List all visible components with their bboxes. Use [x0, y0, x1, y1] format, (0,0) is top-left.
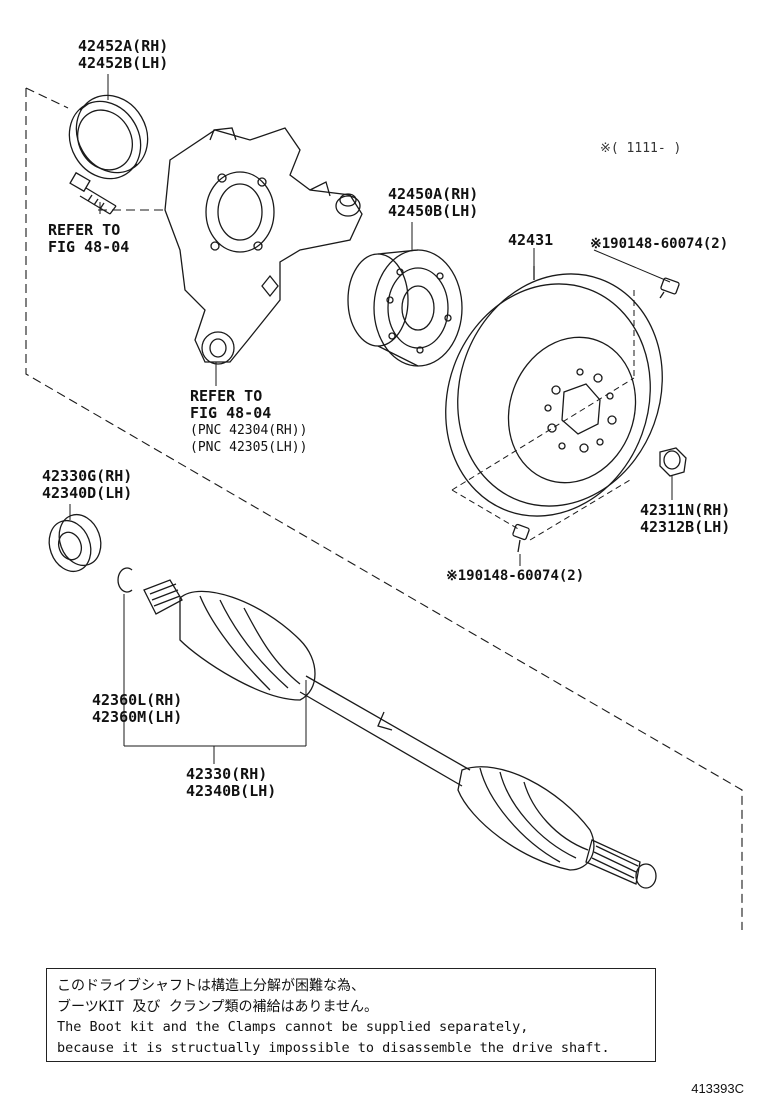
disc-dashed-outline — [451, 290, 635, 541]
label-brake-disc: 42431 — [508, 231, 554, 249]
note-en-line-2: because it is structually impossible to … — [57, 1040, 610, 1056]
disc-screw-bottom-part — [512, 523, 530, 553]
hub-nut-part — [659, 447, 687, 477]
bolt-part — [69, 171, 117, 215]
disc-screw-top-part — [659, 277, 680, 299]
label-refer-bolt: REFER TO FIG 48-04 — [48, 221, 130, 256]
label-snap-ring: 42360L(RH) 42360M(LH) — [92, 691, 183, 726]
label-screw-top: ※190148-60074(2) — [590, 236, 729, 252]
label-hub-bearing: 42450A(RH) 42450B(LH) — [388, 185, 479, 220]
note-jp-line-1: このドライブシャフトは構造上分解が困難な為、 — [57, 978, 365, 994]
label-dust-seal: 42452A(RH) 42452B(LH) — [78, 37, 169, 72]
label-hub-nut: 42311N(RH) 42312B(LH) — [640, 501, 731, 536]
label-model-year: ※( 1111- ) — [600, 141, 682, 156]
label-screw-bottom: ※190148-60074(2) — [446, 568, 585, 584]
oil-seal-part — [48, 513, 102, 573]
dust-seal-ring-part — [68, 94, 149, 180]
label-drive-shaft: 42330(RH) 42340B(LH) — [186, 765, 277, 800]
supply-note-box: このドライブシャフトは構造上分解が困難な為、 ブーツKIT 及び クランプ類の補… — [46, 968, 656, 1062]
drawing-number: 413393C — [691, 1081, 744, 1096]
assembly-dashed-outline — [25, 87, 743, 930]
label-oil-seal: 42330G(RH) 42340D(LH) — [42, 467, 133, 502]
note-en-line-1: The Boot kit and the Clamps cannot be su… — [57, 1019, 529, 1035]
leader-lines — [69, 74, 673, 764]
note-jp-line-2: ブーツKIT 及び クランプ類の補給はありません。 — [57, 999, 379, 1015]
snap-ring-part — [117, 567, 133, 593]
steering-knuckle-part — [164, 127, 363, 365]
brake-disc-part — [445, 266, 663, 517]
label-refer-knuckle: REFER TO FIG 48-04 (PNC 42304(RH)) (PNC … — [190, 387, 308, 456]
hub-bearing-part — [347, 249, 463, 367]
drive-shaft-part — [143, 579, 657, 889]
